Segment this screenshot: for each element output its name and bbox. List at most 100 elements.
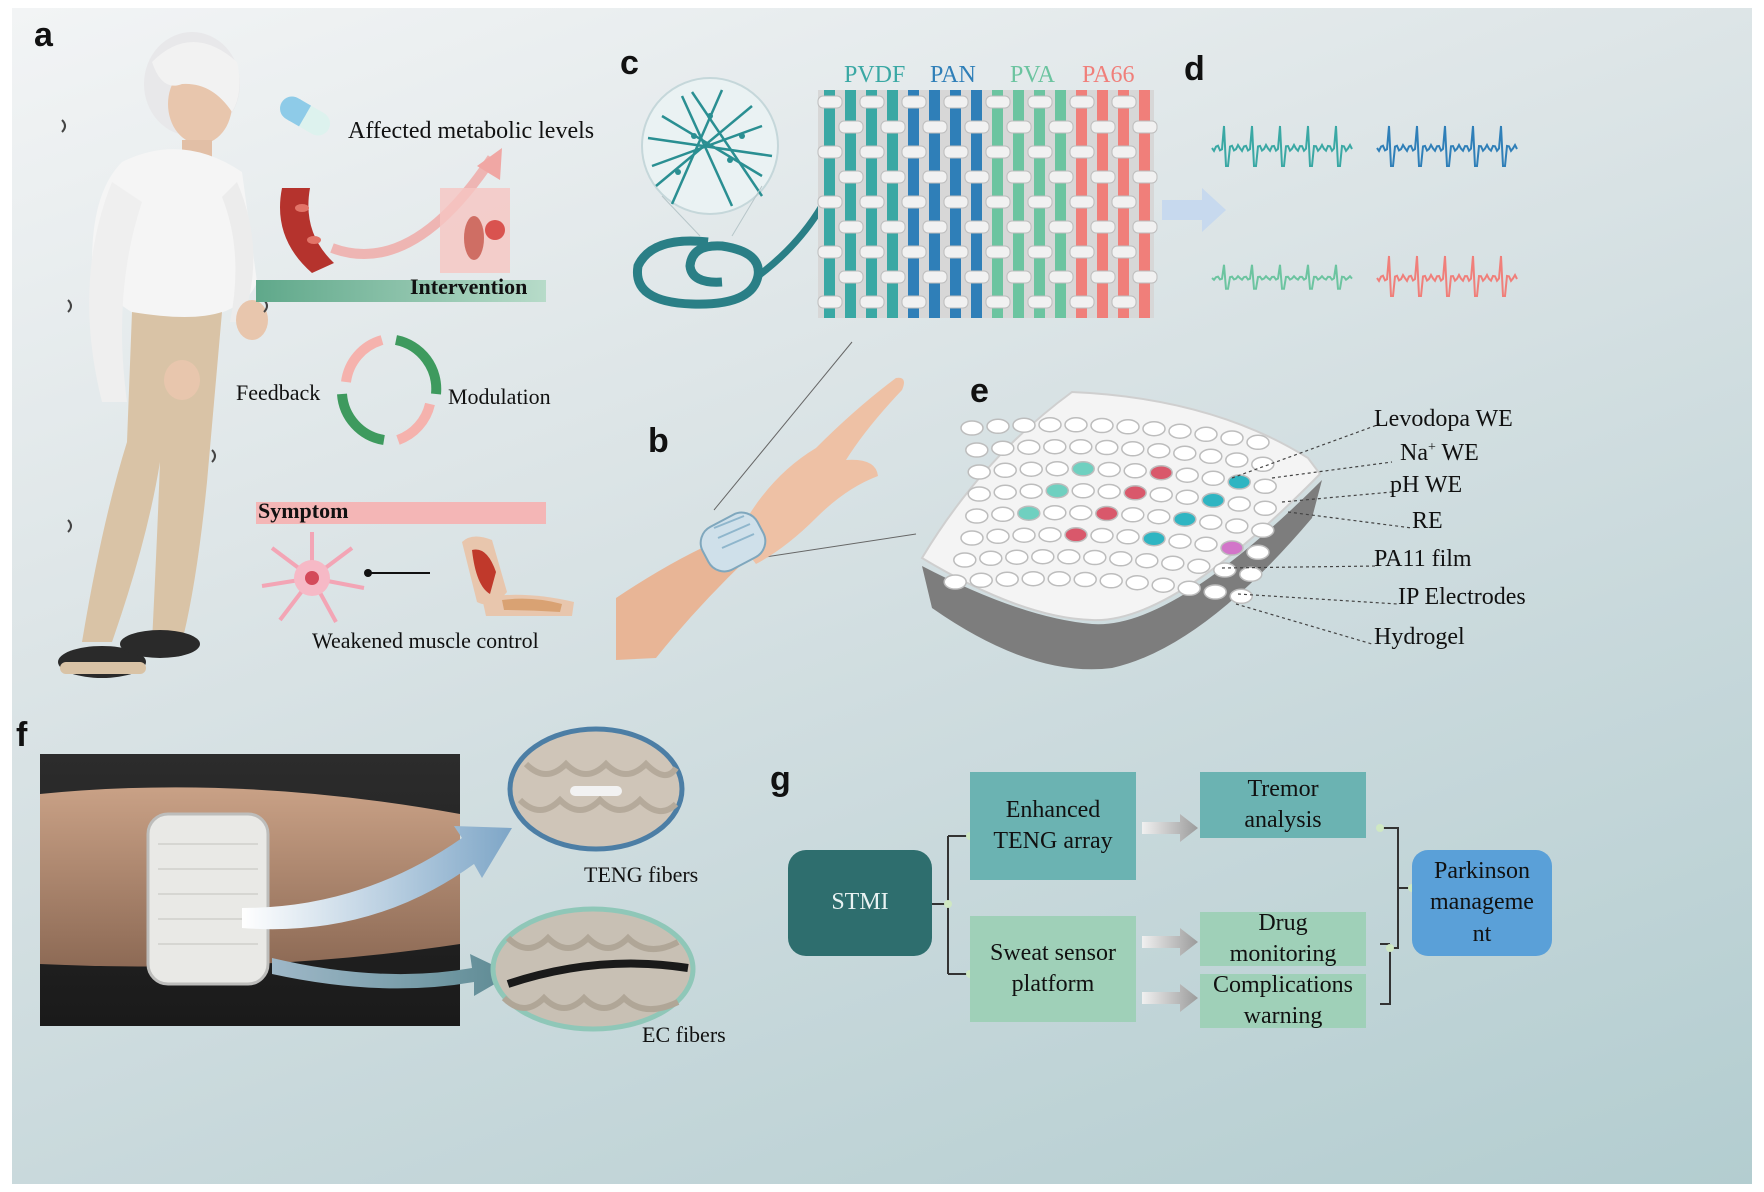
weft-thread	[985, 245, 1011, 259]
weft-thread	[922, 170, 948, 184]
signal-trace	[1211, 264, 1353, 290]
weft-thread	[1048, 120, 1074, 134]
panel-letter-c: c	[620, 44, 639, 82]
knit-loop	[1123, 485, 1147, 501]
knit-loop	[1019, 461, 1043, 477]
weft-thread	[1027, 195, 1053, 209]
knit-loop	[1187, 558, 1211, 575]
weft-thread	[985, 195, 1011, 209]
knit-loop	[1064, 527, 1088, 543]
weft-thread	[1048, 270, 1074, 284]
knit-loop	[1083, 549, 1107, 566]
weft-thread	[1090, 270, 1116, 284]
weft-thread	[1069, 245, 1095, 259]
weft-thread	[964, 270, 990, 284]
teng-array-box: Enhanced TENG array	[970, 772, 1136, 880]
weft-thread	[1090, 220, 1116, 234]
weft-thread	[1111, 295, 1137, 309]
knit-loop	[1045, 460, 1069, 477]
weft-thread	[1006, 270, 1032, 284]
knit-loop	[1168, 533, 1192, 549]
knit-loop	[1199, 448, 1223, 465]
knit-loop	[1116, 419, 1140, 435]
weft-thread	[943, 245, 969, 259]
weft-thread	[1132, 120, 1158, 134]
weft-thread	[1048, 220, 1074, 234]
weft-thread	[838, 220, 864, 234]
knit-loop	[993, 462, 1017, 479]
knit-loop	[1220, 540, 1244, 556]
knit-loop	[967, 464, 991, 480]
knit-loop	[1251, 522, 1275, 539]
knit-loop	[1194, 426, 1218, 443]
knit-loop	[1147, 442, 1171, 459]
weft-thread	[1111, 245, 1137, 259]
knit-loop	[1194, 536, 1218, 553]
weft-thread	[817, 95, 843, 109]
figure: a Affected metabolic levels	[12, 8, 1752, 1184]
knit-loop	[979, 550, 1003, 567]
layer-hydrogel: Hydrogel	[1374, 624, 1465, 650]
warp-thread	[929, 90, 940, 318]
knit-loop	[1095, 439, 1119, 456]
intervention-bar	[256, 280, 546, 302]
knit-loop	[967, 486, 991, 502]
teng-fibers-zoom	[507, 726, 685, 852]
weft-thread	[817, 145, 843, 159]
muscle-label: Weakened muscle control	[312, 628, 539, 653]
fiber-label-pva: PVA	[1010, 62, 1055, 88]
knit-loop	[1147, 508, 1171, 525]
knit-loop	[1199, 514, 1223, 531]
weft-thread	[985, 145, 1011, 159]
weft-thread	[1132, 270, 1158, 284]
knit-loop	[995, 571, 1019, 587]
panel-letter-b: b	[648, 422, 669, 460]
layer-ip: IP Electrodes	[1398, 584, 1526, 610]
knit-loop	[1073, 571, 1097, 588]
knit-loop	[1253, 500, 1277, 517]
weft-thread	[1048, 170, 1074, 184]
knit-loop	[1201, 470, 1225, 487]
knit-loop	[1012, 417, 1036, 433]
knit-loop	[1038, 416, 1062, 433]
knit-loop	[1097, 483, 1121, 500]
weft-thread	[1090, 120, 1116, 134]
knit-loop	[1135, 552, 1159, 569]
knit-loop	[1116, 529, 1140, 545]
knit-loop	[1069, 505, 1093, 521]
knit-loop	[960, 530, 984, 546]
layer-pa11: PA11 film	[1374, 546, 1472, 572]
weft-thread	[943, 95, 969, 109]
weft-thread	[838, 170, 864, 184]
knit-loop	[1005, 549, 1029, 565]
elderly-man-icon	[58, 32, 268, 678]
weft-thread	[943, 295, 969, 309]
weft-thread	[1069, 295, 1095, 309]
knit-loop	[953, 552, 977, 568]
signal-trace	[1376, 125, 1518, 167]
layer-levodopa: Levodopa WE	[1374, 406, 1513, 432]
pill-icon	[280, 96, 330, 136]
knit-loop	[1203, 584, 1227, 600]
complications-box: Complications warning	[1200, 972, 1366, 1029]
fiber-label-pan: PAN	[930, 62, 976, 88]
knit-loop	[1225, 452, 1249, 468]
knit-loop	[1069, 439, 1093, 455]
knit-loop	[965, 442, 989, 458]
knit-loop	[1239, 566, 1263, 583]
weft-thread	[1090, 170, 1116, 184]
tremor-box: Tremor analysis	[1200, 772, 1366, 838]
weft-thread	[964, 220, 990, 234]
arrow-c-to-d	[1162, 188, 1226, 232]
zoom-arrows	[242, 826, 512, 996]
weft-thread	[1006, 220, 1032, 234]
modulation-label: Modulation	[448, 384, 551, 409]
knit-loop	[1071, 461, 1095, 477]
sweat-platform-box: Sweat sensor platform	[970, 916, 1136, 1022]
knit-loop	[1057, 549, 1081, 565]
weft-thread	[985, 295, 1011, 309]
knit-loop	[965, 508, 989, 524]
weft-thread	[1027, 145, 1053, 159]
arm-icon	[616, 341, 917, 660]
knit-loop	[1213, 562, 1237, 578]
